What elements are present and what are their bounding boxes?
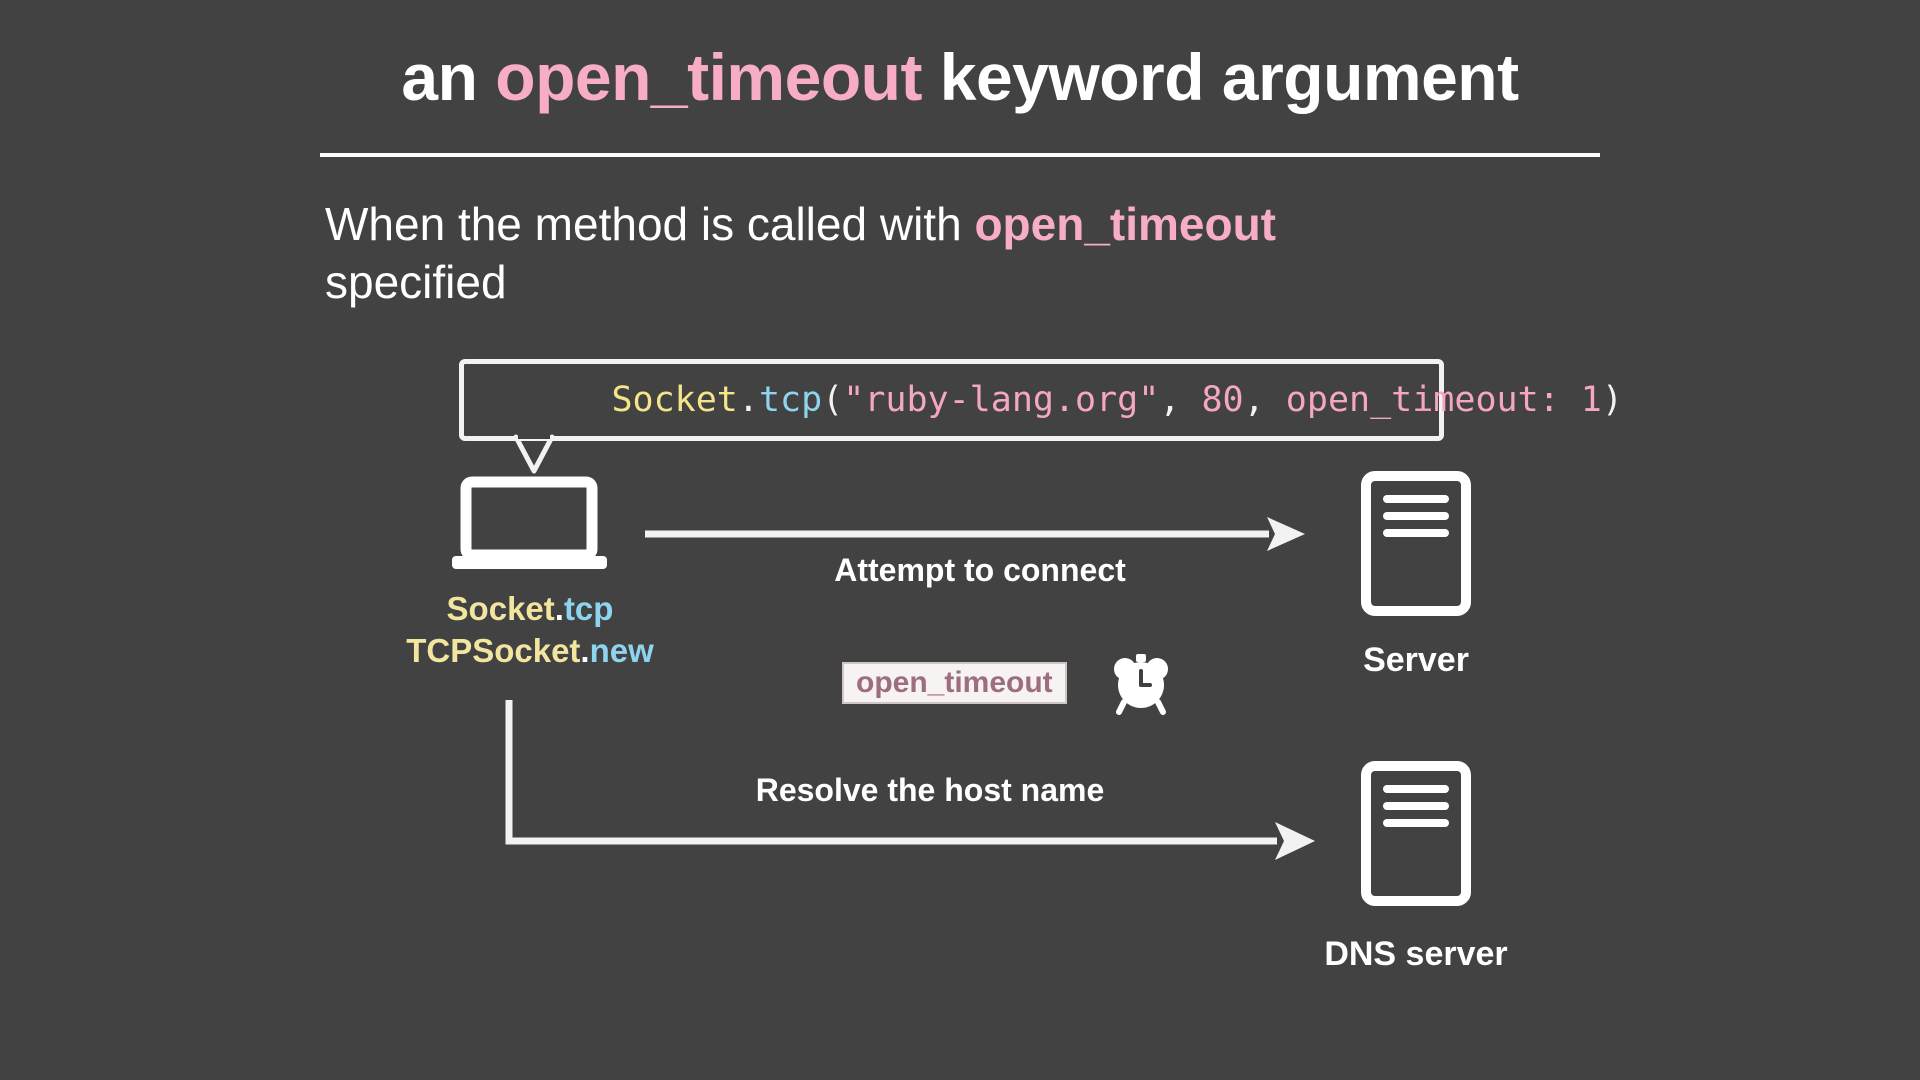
code-speech-bubble: Socket.tcp("ruby-lang.org", 80, open_tim…: [459, 359, 1623, 474]
client-label-line-1: Socket.tcp: [330, 588, 730, 630]
open-timeout-badge: open_timeout: [842, 662, 1067, 704]
title-divider: [320, 153, 1600, 157]
code-token-dot: .: [737, 380, 759, 420]
client-method-labels: Socket.tcp TCPSocket.new: [330, 588, 730, 672]
code-line: Socket.tcp("ruby-lang.org", 80, open_tim…: [485, 340, 1623, 460]
code-token-comma-1: ,: [1159, 380, 1202, 420]
connect-arrow-icon: [645, 515, 1305, 555]
dns-server-label: DNS server: [1324, 935, 1508, 973]
lead-keyword: open_timeout: [974, 198, 1276, 250]
open-timeout-badge-label: open_timeout: [856, 666, 1053, 699]
connect-arrow-label: Attempt to connect: [834, 552, 1126, 588]
lead-text-part1: When the method is called with: [325, 198, 975, 250]
client-label-2-class: TCPSocket: [406, 632, 581, 670]
code-token-receiver: Socket: [611, 380, 738, 420]
server-label: Server: [1363, 641, 1469, 679]
title-keyword: open_timeout: [495, 40, 922, 114]
lead-paragraph: When the method is called with open_time…: [325, 196, 1575, 311]
dns-server-icon: [1361, 761, 1471, 906]
alarm-clock-icon: [1110, 652, 1172, 715]
code-token-method: tcp: [758, 380, 823, 420]
code-token-comma-2: ,: [1243, 380, 1286, 420]
page-title: an open_timeout keyword argument: [0, 44, 1920, 110]
code-bubble-tail-icon: [513, 431, 555, 475]
code-token-paren-close: ): [1601, 380, 1623, 420]
lead-text-line2: specified: [325, 255, 507, 308]
title-prefix: an: [401, 40, 496, 114]
client-label-2-method: new: [589, 632, 654, 670]
resolve-arrow-label: Resolve the host name: [755, 772, 1105, 808]
client-label-line-2: TCPSocket.new: [330, 630, 730, 672]
title-suffix: keyword argument: [921, 40, 1519, 114]
code-bubble-frame: [459, 359, 1444, 441]
code-token-open-timeout-kwarg: open_timeout: 1: [1285, 380, 1602, 420]
laptop-icon: [452, 476, 607, 573]
code-token-port: 80: [1201, 380, 1244, 420]
server-icon: [1361, 471, 1471, 616]
client-label-1-method: tcp: [563, 590, 614, 627]
client-label-1-dot: .: [554, 590, 564, 627]
code-token-host-string: "ruby-lang.org": [843, 380, 1160, 420]
client-label-1-class: Socket: [446, 590, 555, 627]
code-token-paren-open: (: [822, 380, 844, 420]
client-label-2-dot: .: [580, 632, 590, 670]
resolve-arrow-icon: [505, 700, 1315, 860]
